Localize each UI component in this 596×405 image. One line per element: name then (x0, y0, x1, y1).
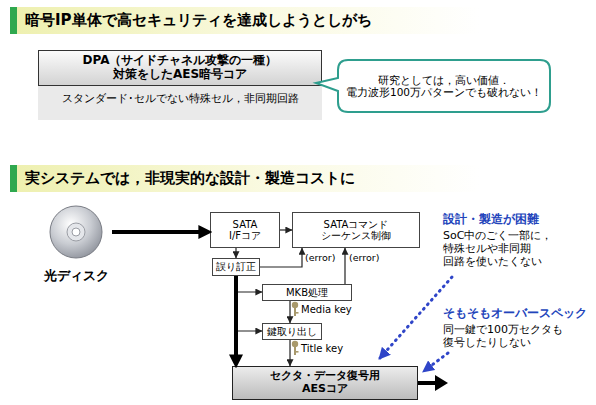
process-box: SATAコマンド シーケンス制御 (292, 212, 420, 248)
connector-arrow (236, 276, 262, 331)
node-text: SATAコマンド シーケンス制御 (311, 219, 401, 242)
disc-hole (72, 228, 80, 236)
disc-body (50, 206, 102, 258)
node-text: スタンダード･セルでない特殊セル，非同期回路 (62, 93, 299, 106)
connector-arrow (260, 248, 302, 267)
disc-illustration (40, 204, 112, 260)
connector-arrow (280, 229, 292, 230)
bubble-outline (316, 60, 550, 112)
optical-disc: 光ディスク (40, 204, 112, 284)
connector-arrow (289, 340, 290, 366)
data-flow-arrow (234, 276, 238, 360)
process-box: SATA I/Fコア (210, 212, 280, 248)
edge-label: Title key (301, 343, 343, 354)
node-text: 鍵取り出し (267, 326, 317, 338)
note-heading: 設計・製造が困難 (443, 212, 539, 226)
edge-label: Media key (301, 304, 352, 315)
node-text: 光ディスク (44, 269, 109, 284)
connector-arrow (344, 248, 345, 284)
node-text: 研究としては，高い価値． 電力波形100万パターンでも破れない！ (344, 74, 544, 98)
disc-hub (67, 223, 85, 241)
note-text: SoC中のごく一部に， 特殊セルや非同期 回路を使いたくない (443, 229, 573, 269)
node-text: 実システムでは，非現実的な設計・製造コストに (25, 170, 355, 187)
key-icon (292, 302, 299, 316)
connector-arrow (236, 276, 262, 292)
heading-band: 暗号IP単体で高セキュリティを達成しようとしがち (10, 7, 480, 34)
node-text: SATA I/Fコア (228, 219, 262, 242)
note-text: 同一鍵で100万セクタも 復号したりしない (443, 323, 573, 349)
edge-label: (error) (305, 252, 335, 263)
aes-core-box: セクタ・データ復号用 AESコア (232, 366, 418, 400)
node-text: DPA（サイドチャネル攻撃の一種） 対策をしたAES暗号コア (38, 50, 322, 86)
connector-arrow (289, 301, 290, 323)
output-arrow-shaft (418, 381, 437, 385)
connector-arrow (235, 248, 236, 258)
process-box: 鍵取り出し (262, 323, 322, 340)
node-text: 暗号IP単体で高セキュリティを達成しようとしがち (25, 12, 372, 29)
process-box: 誤り訂正 (212, 258, 260, 276)
node-text: セクタ・データ復号用 AESコア (265, 370, 385, 395)
node-text: 誤り訂正 (216, 261, 256, 273)
key-icon (292, 341, 299, 355)
data-flow-arrow (112, 230, 204, 234)
dpa-core-box: DPA（サイドチャネル攻撃の一種） 対策をしたAES暗号コアスタンダード･セルで… (38, 50, 322, 120)
dotted-pointer (380, 277, 452, 358)
output-arrow-head (435, 375, 448, 391)
speech-bubble: 研究としては，高い価値． 電力波形100万パターンでも破れない！ (338, 60, 550, 112)
heading-band: 実システムでは，非現実的な設計・製造コストに (10, 165, 480, 192)
note-heading: そもそもオーバースペック (443, 306, 587, 320)
process-box: MKB処理 (262, 284, 352, 301)
node-text: MKB処理 (286, 287, 328, 299)
edge-label: (error) (349, 252, 379, 263)
dotted-pointer (424, 353, 448, 371)
